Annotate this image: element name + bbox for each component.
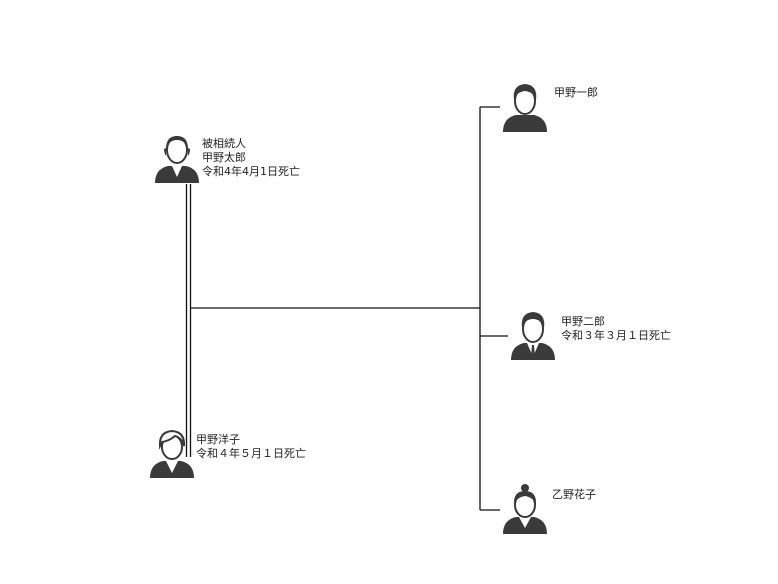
spouse-note: 令和４年５月１日死亡 (196, 447, 306, 460)
child1-name: 甲野一郎 (554, 86, 598, 99)
marriage-line (185, 184, 192, 457)
decedent-role: 被相続人 (202, 137, 246, 150)
spouse-label: 甲野洋子 令和４年５月１日死亡 (196, 433, 306, 461)
elderly-man-icon (155, 136, 199, 183)
decedent-label: 被相続人 甲野太郎 令和4年4月1日死亡 (202, 137, 300, 179)
elderly-woman-icon (150, 429, 194, 478)
child3-name: 乙野花子 (552, 488, 596, 501)
child1-label: 甲野一郎 (554, 86, 598, 100)
spouse-name: 甲野洋子 (196, 433, 240, 446)
child2-name: 甲野二郎 (561, 315, 605, 328)
decedent-note: 令和4年4月1日死亡 (202, 165, 300, 178)
businessman-icon (511, 312, 555, 360)
child2-note: 令和３年３月１日死亡 (561, 329, 671, 342)
child2-label: 甲野二郎 令和３年３月１日死亡 (561, 315, 671, 343)
woman-icon (503, 484, 547, 534)
decedent-name: 甲野太郎 (202, 151, 246, 164)
child3-label: 乙野花子 (552, 488, 596, 502)
man-icon (503, 84, 547, 132)
